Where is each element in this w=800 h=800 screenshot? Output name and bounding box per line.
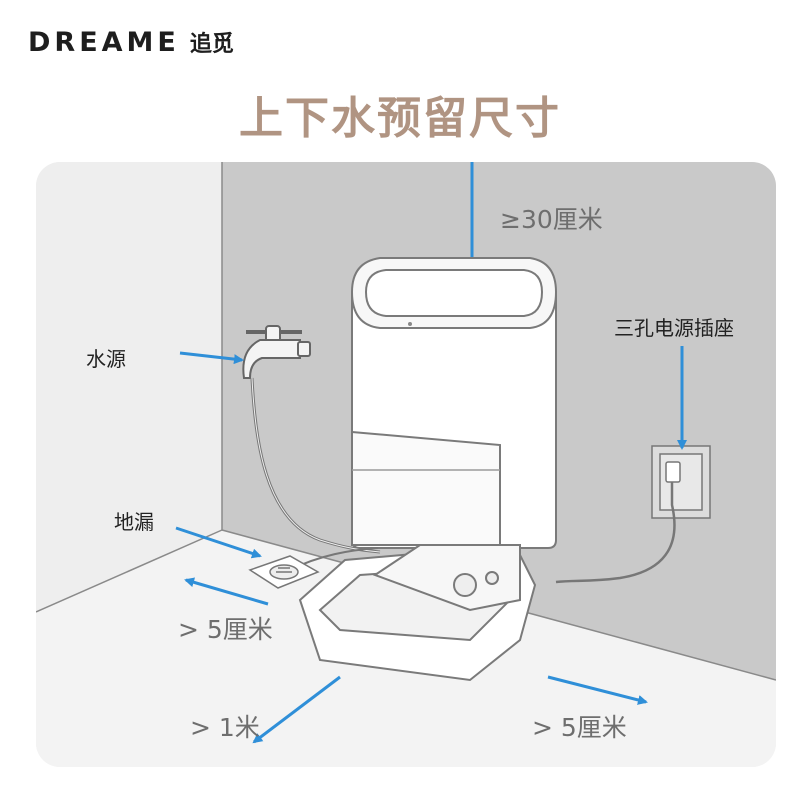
floor-drain-label: 地漏 — [114, 510, 154, 534]
right-clearance-label: > 5厘米 — [532, 713, 627, 742]
brand-logo: DREAME 追觅 — [28, 26, 234, 58]
base-station — [298, 257, 558, 682]
page-title: 上下水预留尺寸 — [239, 93, 561, 144]
brand-name-cn: 追觅 — [189, 32, 234, 57]
power-socket-label: 三孔电源插座 — [614, 316, 734, 340]
water-source-label: 水源 — [86, 347, 126, 371]
right-clearance-arrow — [547, 675, 648, 705]
faucet-icon — [242, 325, 311, 379]
top-clearance-label: ≥30厘米 — [500, 205, 603, 234]
left-wall — [36, 162, 222, 612]
floor-drain-icon — [248, 555, 320, 589]
water-source-arrow — [179, 351, 244, 365]
floor-drain-arrow — [175, 526, 262, 559]
front-clearance-label: > 1米 — [190, 713, 260, 742]
clearance-arrows — [175, 346, 687, 744]
left-clearance-arrow — [184, 577, 269, 606]
power-socket-icon — [651, 445, 711, 519]
brand-name-en: DREAME — [28, 26, 180, 58]
power-cord — [555, 482, 676, 584]
front-clearance-arrow — [252, 675, 341, 744]
left-clearance-label: > 5厘米 — [178, 615, 273, 644]
